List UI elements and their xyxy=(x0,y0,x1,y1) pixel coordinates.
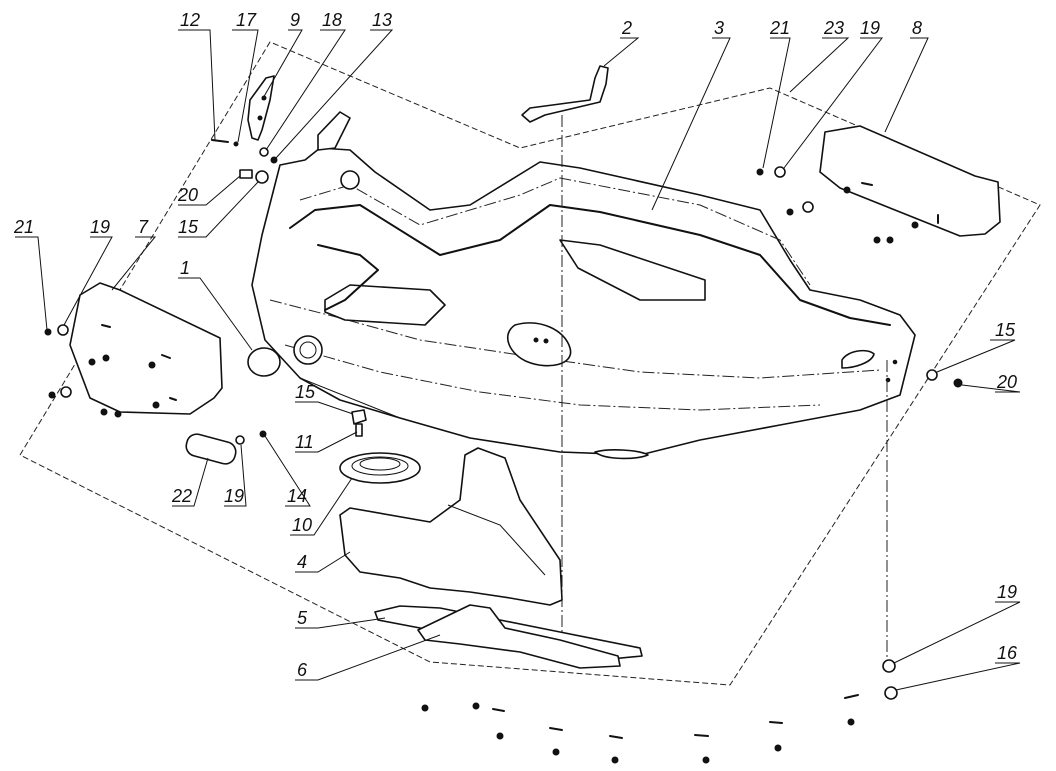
label-15-center: 15 xyxy=(295,382,316,402)
part-5-6-skid-plates xyxy=(374,604,643,669)
label-14: 14 xyxy=(287,486,307,506)
label-7: 7 xyxy=(138,217,149,237)
label-16: 16 xyxy=(997,643,1018,663)
part-4-lower-shield xyxy=(339,447,563,606)
label-19-bottom-left: 19 xyxy=(224,486,244,506)
label-21-top: 21 xyxy=(769,18,790,38)
label-10: 10 xyxy=(292,515,312,535)
part-3-main-fairing xyxy=(251,147,916,460)
label-2: 2 xyxy=(621,18,632,38)
label-19-left: 19 xyxy=(90,217,110,237)
label-21-left: 21 xyxy=(13,217,34,237)
label-15-right: 15 xyxy=(995,320,1016,340)
part-10-grommet xyxy=(339,452,421,484)
part-7-left-panel xyxy=(44,282,223,418)
label-20-left: 20 xyxy=(177,185,198,205)
leader-lines xyxy=(15,29,1021,691)
label-3: 3 xyxy=(714,18,724,38)
part-9-latch xyxy=(247,75,351,151)
label-5: 5 xyxy=(297,608,308,628)
label-6: 6 xyxy=(297,660,308,680)
label-9: 9 xyxy=(290,10,300,30)
label-19-top: 19 xyxy=(860,18,880,38)
fasteners-top-left xyxy=(211,139,278,184)
label-22: 22 xyxy=(171,486,192,506)
part-1-plug xyxy=(247,347,281,377)
label-11: 11 xyxy=(295,432,314,452)
label-15-left: 15 xyxy=(178,217,199,237)
label-12: 12 xyxy=(180,10,200,30)
label-23: 23 xyxy=(823,18,844,38)
part-2-bracket xyxy=(521,65,609,635)
label-17: 17 xyxy=(236,10,257,30)
assembly-boundary xyxy=(19,41,1041,686)
fasteners-bottom xyxy=(421,694,859,764)
label-19-bottom-right: 19 xyxy=(997,582,1017,602)
label-1: 1 xyxy=(180,258,190,278)
label-8: 8 xyxy=(912,18,922,38)
label-13: 13 xyxy=(372,10,392,30)
label-4: 4 xyxy=(297,552,307,572)
part-8-right-panel xyxy=(756,125,1001,244)
label-20-right: 20 xyxy=(996,372,1017,392)
part-22-pad xyxy=(185,409,367,465)
label-18: 18 xyxy=(322,10,342,30)
fasteners-right xyxy=(882,360,963,700)
callout-labels: 12 17 9 18 13 2 3 21 23 19 8 20 15 21 19… xyxy=(13,10,1018,680)
